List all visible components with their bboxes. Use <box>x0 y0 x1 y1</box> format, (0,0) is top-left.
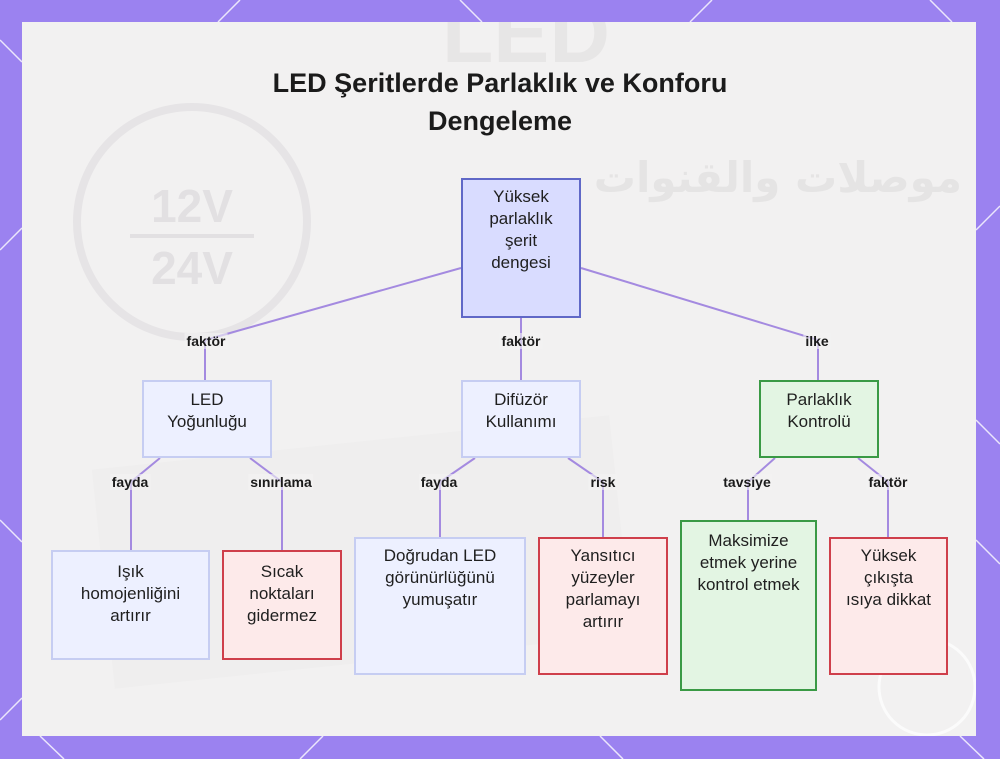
edge-label-root-led: faktör <box>185 333 228 349</box>
node-root-label: Yüksek parlaklık şerit dengesi <box>485 186 557 274</box>
link-root-brightness-control <box>581 268 818 380</box>
link-led-uniformity <box>131 458 160 550</box>
node-led-density[interactable]: LED Yoğunluğu <box>142 380 272 458</box>
edge-label-led-uniformity: fayda <box>110 474 151 490</box>
node-hot-spots-label: Sıcak noktaları gidermez <box>242 561 322 627</box>
edge-label-diffuser-reflective: risk <box>589 474 618 490</box>
link-diffuser-reflective <box>568 458 603 537</box>
link-led-hotspots <box>250 458 282 550</box>
node-diffuser[interactable]: Difüzör Kullanımı <box>461 380 581 458</box>
node-brightness-control[interactable]: Parlaklık Kontrolü <box>759 380 879 458</box>
node-maximize[interactable]: Maksimize etmek yerine kontrol etmek <box>680 520 817 691</box>
link-diffuser-direct <box>440 458 475 537</box>
node-direct-led[interactable]: Doğrudan LED görünürlüğünü yumuşatır <box>354 537 526 675</box>
node-light-uniformity-label: Işık homojenliğini artırır <box>67 561 194 627</box>
edge-label-root-diffuser: faktör <box>500 333 543 349</box>
link-root-led-density <box>205 268 461 380</box>
edge-label-control-maximize: tavsiye <box>721 474 772 490</box>
node-led-density-label: LED Yoğunluğu <box>158 389 256 433</box>
node-diffuser-label: Difüzör Kullanımı <box>479 389 563 433</box>
node-high-output[interactable]: Yüksek çıkışta ısıya dikkat <box>829 537 948 675</box>
edge-label-diffuser-direct: fayda <box>419 474 460 490</box>
node-light-uniformity[interactable]: Işık homojenliğini artırır <box>51 550 210 660</box>
node-reflective[interactable]: Yansıtıcı yüzeyler parlamayı artırır <box>538 537 668 675</box>
edge-label-root-control: ilke <box>803 333 830 349</box>
edge-label-led-hotspots: sınırlama <box>248 474 313 490</box>
node-high-output-label: Yüksek çıkışta ısıya dikkat <box>845 545 932 611</box>
node-maximize-label: Maksimize etmek yerine kontrol etmek <box>696 530 801 596</box>
edge-label-control-output: faktör <box>867 474 910 490</box>
node-brightness-control-label: Parlaklık Kontrolü <box>777 389 861 433</box>
node-hot-spots[interactable]: Sıcak noktaları gidermez <box>222 550 342 660</box>
link-control-output <box>858 458 888 537</box>
node-root[interactable]: Yüksek parlaklık şerit dengesi <box>461 178 581 318</box>
node-direct-led-label: Doğrudan LED görünürlüğünü yumuşatır <box>368 545 512 611</box>
node-reflective-label: Yansıtıcı yüzeyler parlamayı artırır <box>556 545 650 633</box>
